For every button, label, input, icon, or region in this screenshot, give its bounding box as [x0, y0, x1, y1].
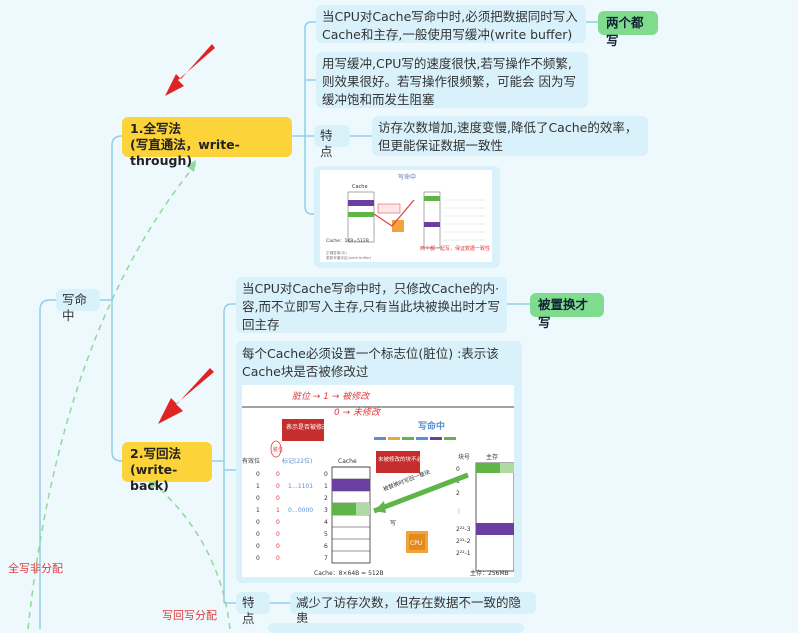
wb-write-label: 写: [390, 520, 396, 527]
wt-img-cache-size: Cache：1KB=512B: [326, 238, 369, 244]
wb-mem-block-number: 2²²-2: [456, 538, 471, 545]
write-back-note-1[interactable]: 当CPU对Cache写命中时，只修改Cache的内·容,而不立即写入主存,只有当…: [236, 277, 507, 333]
wt-img-cache-label: Cache: [352, 184, 368, 190]
wb-bubble-2: 未被修改的块不必写回: [378, 455, 434, 463]
wb-valid-bit: 0: [256, 495, 260, 502]
wt-img-caption-1: 正确答案(中): [326, 250, 347, 255]
write-back-feature-text[interactable]: 减少了访存次数，但存在数据不一致的隐患: [290, 592, 536, 626]
wb-cache-col: Cache: [338, 458, 357, 465]
wb-dirty-bit: 0: [276, 531, 280, 538]
wb-cache-line-number: 3: [324, 507, 328, 514]
write-back-subtitle: (write-back): [130, 462, 178, 493]
wb-feature-label-text: 特点: [242, 595, 255, 626]
wb-feature-text: 减少了访存次数，但存在数据不一致的隐患: [296, 595, 522, 626]
write-through-note-1-text: 当CPU对Cache写命中时,必须把数据同时写入Cache和主存,一般使用写缓冲…: [322, 9, 578, 42]
feature-text: 访存次数增加,速度变慢,降低了Cache的效率，但更能保证数据一致性: [378, 120, 638, 153]
wb-img-title: 写命中: [418, 420, 445, 432]
tag-write-on-replace-label: 被置换才写: [538, 297, 589, 330]
write-through-note-2[interactable]: 用写缓冲,CPU写的速度很快,若写操作不频繁,则效果很好。若写操作很频繁，可能会…: [316, 52, 588, 108]
wb-cache-line-number: 4: [324, 519, 328, 526]
wb-bubble-1: 表示是否被修改过: [286, 423, 334, 431]
write-back-diagram: 脏位 → 1 → 被修改 0 → 未修改 写命中 表示是否被修改过 未被修改的块…: [242, 385, 514, 577]
wt-img-red-note: 两个都一起写，保证数据一致性: [420, 245, 490, 252]
write-through-feature-label[interactable]: 特点: [314, 125, 350, 159]
write-back-node[interactable]: 2.写回法 (write-back): [122, 442, 212, 493]
write-through-diagram: 写命中 Cache Cache：1KB=512B 两个都一起写，保证数据一致性 …: [320, 170, 492, 262]
label-write-back-allocate: 写回写分配: [162, 609, 217, 622]
write-back-title: 2.写回法: [130, 446, 181, 461]
write-through-image-frame: 写命中 Cache Cache：1KB=512B 两个都一起写，保证数据一致性 …: [314, 166, 500, 268]
wb-cache-line-number: 7: [324, 555, 328, 562]
write-back-diagram-svg: 脏位 → 1 → 被修改 0 → 未修改 写命中 表示是否被修改过 未被修改的块…: [242, 391, 514, 577]
wb-block-col: 块号: [458, 453, 470, 461]
wb-cache-line-number: 1: [324, 483, 328, 490]
label-write-through-no-allocate: 全写非分配: [8, 562, 63, 575]
wt-img-title: 写命中: [398, 173, 416, 181]
wb-dirty-bit: 0: [276, 519, 280, 526]
wb-cache-line-number: 0: [324, 471, 328, 478]
wb-cache-line-number: 2: [324, 495, 328, 502]
tag-write-on-replace[interactable]: 被置换才写: [530, 293, 604, 330]
write-through-note-1[interactable]: 当CPU对Cache写命中时,必须把数据同时写入Cache和主存,一般使用写缓冲…: [316, 5, 586, 43]
tag-write-both[interactable]: 两个都写: [598, 11, 658, 48]
wb-cache-rows: 0 0 0 1 0 1…1101 1 0 0 2 1 1 0…0000 3 0 0 4 0 0 5 0 0 6 0 0 7: [256, 466, 370, 562]
wb-cache-line-number: 6: [324, 543, 328, 550]
write-through-title: 1.全写法: [130, 121, 181, 136]
feature-label-text: 特点: [320, 128, 333, 159]
wb-mem-block-number: 2²²-1: [456, 550, 471, 557]
wb-mem-block-number: 2: [456, 490, 460, 497]
wb-valid-bit: 0: [256, 471, 260, 478]
wb-mem-block-number: ⋮: [456, 508, 462, 515]
write-back-image-frame: 每个Cache必须设置一个标志位(脏位) :表示该Cache块是否被修改过 脏位…: [236, 341, 522, 583]
root-label: 写命中: [62, 292, 88, 323]
write-back-feature-label[interactable]: 特点: [236, 592, 270, 626]
wb-valid-bit: 0: [256, 519, 260, 526]
wb-mem-block-number: 0: [456, 466, 460, 473]
wb-mem-size: 主存：256MB: [470, 569, 509, 577]
wb-dirty-bit: 0: [276, 483, 280, 490]
wb-dirty-bit: 0: [276, 471, 280, 478]
wb-mem-col: 主存: [486, 453, 498, 461]
write-through-node[interactable]: 1.全写法 (写直通法，write-through): [122, 117, 292, 168]
wb-valid-bit: 1: [256, 483, 260, 490]
red-arrow-icon: [158, 44, 215, 424]
wb-tag-value: 1…1101: [288, 483, 313, 490]
wb-valid-col: 有效位: [242, 457, 260, 465]
wb-cpu-label: CPU: [410, 540, 422, 547]
wb-dirty-bit: 1: [276, 507, 280, 514]
wb-handwrite-1: 脏位 → 1 → 被修改: [292, 391, 371, 402]
wb-valid-bit: 0: [256, 543, 260, 550]
wt-img-caption-2: 更新写缓冲区(write buffer): [326, 255, 372, 260]
wb-tag-col: 标记(22位): [282, 457, 312, 465]
wb-valid-bit: 1: [256, 507, 260, 514]
write-through-feature-text[interactable]: 访存次数增加,速度变慢,降低了Cache的效率，但更能保证数据一致性: [372, 116, 648, 156]
wb-cache-line-number: 5: [324, 531, 328, 538]
root-node-write-hit[interactable]: 写命中: [56, 289, 100, 323]
write-back-note-1-text: 当CPU对Cache写命中时，只修改Cache的内·容,而不立即写入主存,只有当…: [242, 281, 500, 332]
wb-valid-bit: 0: [256, 531, 260, 538]
wb-dirty-bit: 0: [276, 543, 280, 550]
write-through-subtitle: (写直通法，write-through): [130, 137, 240, 168]
wb-dirty-bit: 0: [276, 495, 280, 502]
wb-dirty-bit: 0: [276, 555, 280, 562]
write-through-note-2-text: 用写缓冲,CPU写的速度很快,若写操作不频繁,则效果很好。若写操作很频繁，可能会…: [322, 56, 576, 107]
tag-write-both-label: 两个都写: [606, 15, 644, 48]
wb-valid-bit: 0: [256, 555, 260, 562]
write-through-diagram-svg: 写命中 Cache Cache：1KB=512B 两个都一起写，保证数据一致性 …: [326, 173, 490, 260]
wb-tag-value: 0…0000: [288, 507, 313, 514]
wb-handwrite-2: 0 → 未修改: [334, 407, 382, 418]
wb-dirty-label: 脏位: [273, 446, 283, 453]
wb-mem-block-number: 2²²-3: [456, 526, 471, 533]
write-back-note-2-text: 每个Cache必须设置一个标志位(脏位) :表示该Cache块是否被修改过: [242, 346, 499, 379]
wb-cache-size: Cache：8×64B = 512B: [314, 570, 384, 577]
write-back-next-node-partial[interactable]: [268, 623, 524, 633]
